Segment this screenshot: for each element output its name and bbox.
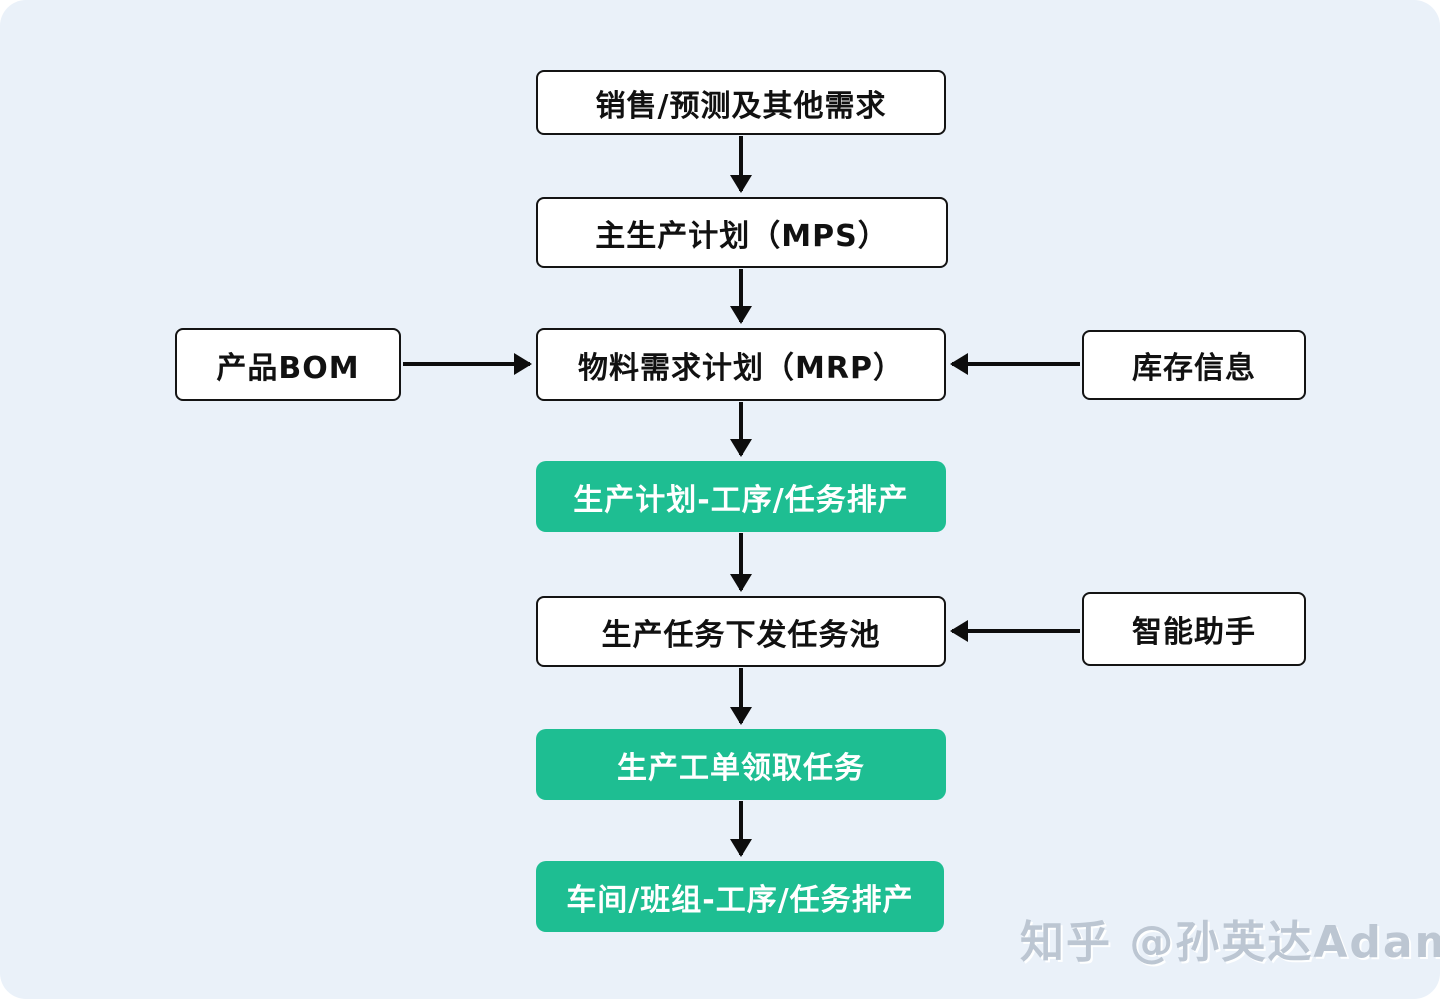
node-label: 生产任务下发任务池 [601,617,881,653]
node-smart-assistant: 智能助手 [1082,592,1306,666]
node-master-production-schedule: 主生产计划（MPS） [536,197,948,268]
node-label: 生产计划-工序/任务排产 [573,482,909,518]
node-label: 车间/班组-工序/任务排产 [566,882,914,918]
node-work-order-claim-task: 生产工单领取任务 [536,729,946,800]
node-inventory-info: 库存信息 [1082,330,1306,400]
node-workshop-team-scheduling: 车间/班组-工序/任务排产 [536,861,944,932]
node-sales-forecast-demand: 销售/预测及其他需求 [536,70,946,135]
node-task-dispatch-pool: 生产任务下发任务池 [536,596,946,667]
node-label: 主生产计划（MPS） [595,218,889,254]
watermark: 知乎 @孙英达Adam [1020,917,1440,968]
node-label: 物料需求计划（MRP） [578,350,904,386]
node-material-requirements-planning: 物料需求计划（MRP） [536,328,946,401]
node-label: 销售/预测及其他需求 [595,88,887,124]
node-label: 库存信息 [1132,351,1256,386]
node-label: 生产工单领取任务 [617,750,865,786]
node-product-bom: 产品BOM [175,328,401,401]
node-label: 产品BOM [216,350,360,386]
node-plan-process-task-scheduling: 生产计划-工序/任务排产 [536,461,946,532]
node-label: 智能助手 [1132,615,1256,650]
